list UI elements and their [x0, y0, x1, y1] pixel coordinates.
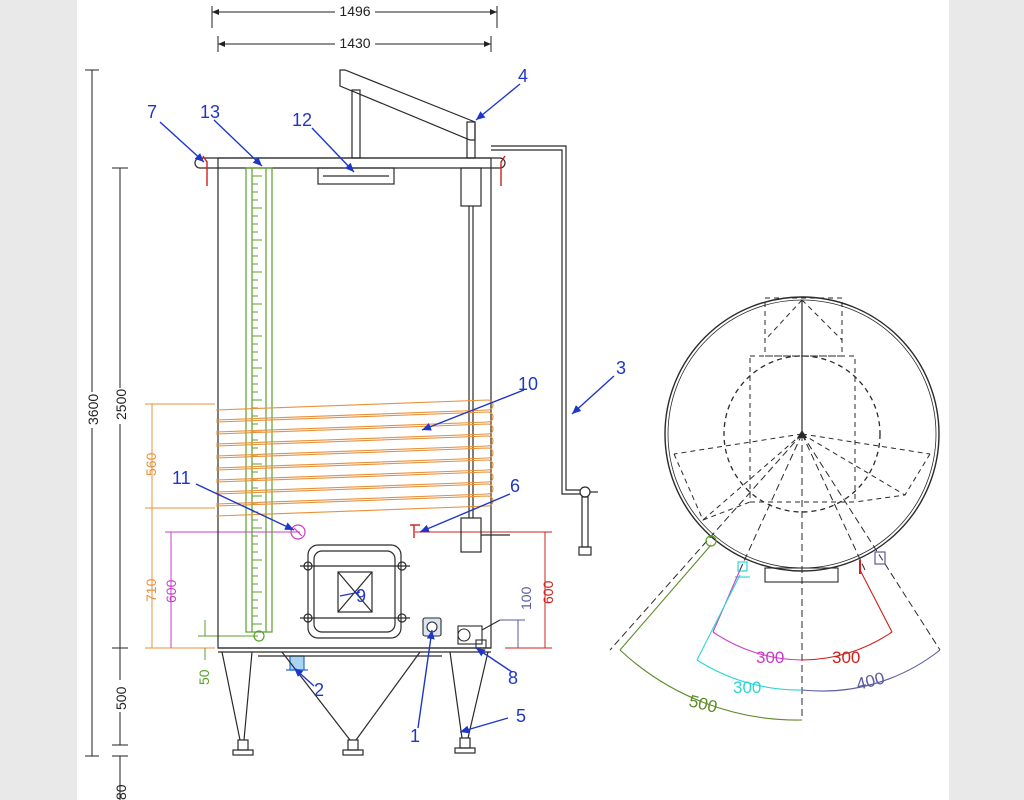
dim-total-height: 3600: [85, 394, 101, 425]
dim-shell-height: 2500: [113, 389, 129, 420]
plan-center-mark: [797, 430, 807, 438]
callout-4: 4: [518, 66, 528, 86]
coil-turn: [215, 459, 494, 481]
manhole-dimensions: [165, 531, 300, 648]
callout-1: 1: [410, 726, 420, 746]
arc-dim-cyan: 300: [733, 678, 761, 697]
tank-technical-drawing: 1496 1430 3600 2500 500 80 560 710 600: [80, 2, 941, 800]
dim-coil-height: 560: [143, 452, 159, 476]
coil-turn: [215, 447, 494, 469]
dim-legs-height: 500: [113, 686, 129, 710]
callout-8: 8: [508, 668, 518, 688]
callout-leaders: [159, 83, 615, 734]
coil-turn: [215, 435, 494, 457]
dim-valve-offset: 100: [518, 586, 534, 610]
drawing-sheet: 1496 1430 3600 2500 500 80 560 710 600: [77, 0, 949, 800]
arc-dim-olive: 500: [687, 691, 719, 716]
level-tube-scale: [252, 175, 262, 625]
coil-turn: [215, 471, 494, 493]
dim-coil-bottom: 710: [143, 578, 159, 602]
callout-13: 13: [200, 102, 220, 122]
outlet-dimension: [198, 620, 258, 660]
callout-2: 2: [314, 680, 324, 700]
level-tube: [245, 167, 273, 642]
callout-5: 5: [516, 706, 526, 726]
valve-6: [410, 524, 420, 538]
dim-inner-width: 1430: [339, 35, 370, 51]
plan-view: [609, 296, 941, 720]
callout-9: 9: [356, 586, 366, 606]
arc-dim-magenta: 300: [756, 648, 784, 667]
callout-6: 6: [510, 476, 520, 496]
right-valve-dimensions: [415, 531, 552, 649]
lid-arm: [339, 69, 510, 553]
clamp-7: [202, 155, 506, 186]
callout-10: 10: [518, 374, 538, 394]
callout-3: 3: [616, 358, 626, 378]
callout-12: 12: [292, 110, 312, 130]
coil-turn: [215, 483, 494, 505]
dim-valve-height: 600: [540, 580, 556, 604]
coil-turn: [215, 423, 494, 445]
sampling-pipe: [491, 145, 598, 556]
plan-arc-dimensions: [619, 544, 941, 721]
side-manhole-door: [300, 544, 410, 639]
arc-dim-red: 300: [832, 648, 860, 667]
arc-dim-slate: 400: [854, 669, 886, 694]
cooling-coil: [215, 399, 494, 517]
coil-dimensions: [145, 403, 215, 649]
top-manhole: [317, 167, 395, 185]
callout-7: 7: [147, 102, 157, 122]
callout-11: 11: [172, 468, 191, 488]
tank-legs: [221, 651, 489, 756]
dim-outlet-offset: 50: [196, 669, 212, 685]
thermometer-11: [290, 524, 306, 540]
dim-foot-height: 80: [113, 784, 129, 800]
coil-turn: [215, 411, 494, 433]
coil-turn: [215, 399, 494, 421]
valve-8: [457, 619, 501, 649]
outlet-2: [286, 655, 308, 671]
dim-manhole-height: 600: [163, 579, 179, 603]
dim-outer-width: 1496: [339, 3, 370, 19]
